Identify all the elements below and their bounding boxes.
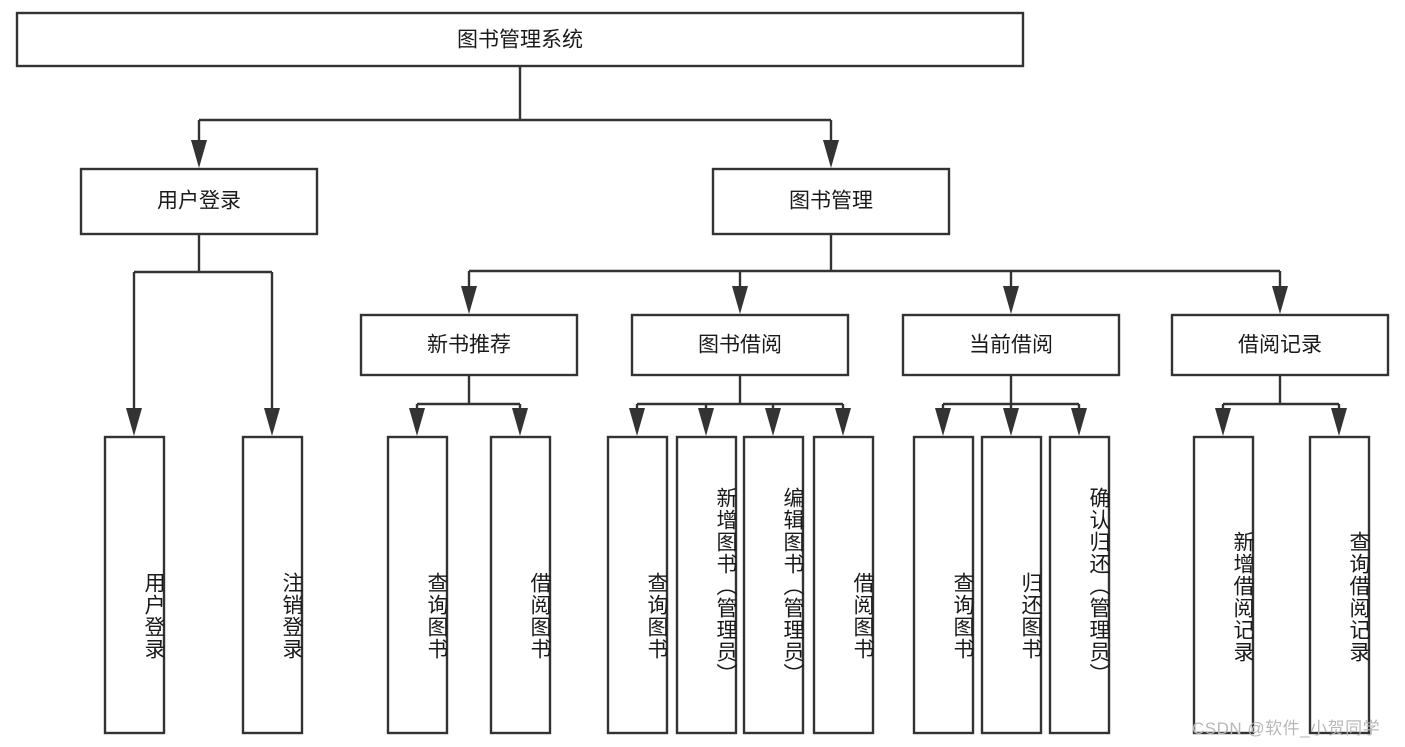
- node-user-login-label: 用户登录: [157, 190, 241, 213]
- arrow-to-leaf-query-book-1: [409, 408, 425, 436]
- arrow-to-leaf-confirm-return: [1071, 408, 1087, 436]
- node-user-login[interactable]: 用户登录: [79, 167, 319, 236]
- connector-bookmanage-to-bus: [467, 234, 1282, 290]
- csdn-watermark: CSDN @软件_小贺同学: [1192, 719, 1381, 738]
- arrow-to-current-borrow: [1003, 286, 1019, 314]
- connector-group: [126, 66, 1347, 436]
- node-leaf-add-record-box[interactable]: [1192, 435, 1255, 735]
- arrow-to-leaf-query-book-3: [935, 408, 951, 436]
- leaf-box-group: [103, 435, 1371, 735]
- arrow-to-leaf-add-record: [1215, 408, 1231, 436]
- node-book-manage-label: 图书管理: [789, 190, 873, 213]
- arrow-to-book-manage: [823, 140, 839, 168]
- node-book-borrow-label: 图书借阅: [698, 334, 782, 357]
- node-root-label: 图书管理系统: [457, 29, 583, 52]
- node-book-manage-box[interactable]: [711, 167, 951, 236]
- node-book-manage[interactable]: 图书管理: [711, 167, 951, 236]
- node-leaf-confirm-return-box[interactable]: [1048, 435, 1111, 735]
- node-user-login-box[interactable]: [79, 167, 319, 236]
- node-leaf-borrow-book-2-box[interactable]: [812, 435, 875, 735]
- arrow-to-leaf-query-record: [1331, 408, 1347, 436]
- node-root-box[interactable]: [15, 11, 1025, 68]
- node-new-book-recommend-box[interactable]: [359, 313, 579, 377]
- connector-userlogin-to-bus: [132, 234, 274, 410]
- arrow-to-leaf-user-login: [126, 408, 142, 436]
- arrow-to-leaf-borrow-book-1: [512, 408, 528, 436]
- arrow-to-leaf-add-book: [698, 408, 714, 436]
- node-new-book-recommend-label: 新书推荐: [427, 334, 511, 357]
- node-leaf-return-book-box[interactable]: [980, 435, 1043, 735]
- node-leaf-query-record-box[interactable]: [1308, 435, 1371, 735]
- arrow-to-leaf-borrow-book-2: [835, 408, 851, 436]
- connector-newbook-to-bus: [415, 375, 522, 412]
- node-leaf-query-book-3-box[interactable]: [912, 435, 975, 735]
- node-leaf-add-book-box[interactable]: [675, 435, 738, 735]
- node-current-borrow[interactable]: 当前借阅: [901, 313, 1121, 377]
- node-leaf-user-login-box[interactable]: [103, 435, 166, 735]
- arrow-to-leaf-logout: [264, 408, 280, 436]
- arrow-to-new-book-recommend: [461, 286, 477, 314]
- node-borrow-record-box[interactable]: [1170, 313, 1390, 377]
- node-leaf-query-book-2-box[interactable]: [606, 435, 669, 735]
- node-borrow-record-label: 借阅记录: [1238, 334, 1322, 357]
- arrow-to-user-login: [191, 140, 207, 168]
- node-current-borrow-label: 当前借阅: [969, 334, 1053, 357]
- arrow-to-leaf-edit-book: [765, 408, 781, 436]
- arrow-to-book-borrow: [732, 286, 748, 314]
- node-leaf-edit-book-box[interactable]: [742, 435, 805, 735]
- node-leaf-borrow-book-1-box[interactable]: [489, 435, 552, 735]
- node-current-borrow-box[interactable]: [901, 313, 1121, 377]
- node-book-borrow-box[interactable]: [630, 313, 850, 377]
- node-borrow-record[interactable]: 借阅记录: [1170, 313, 1390, 377]
- arrow-to-leaf-query-book-2: [629, 408, 645, 436]
- node-leaf-logout-box[interactable]: [241, 435, 304, 735]
- arrow-to-borrow-record: [1272, 286, 1288, 314]
- connector-currentborrow-to-bus: [941, 375, 1081, 412]
- node-leaf-query-book-1-box[interactable]: [386, 435, 449, 735]
- node-book-borrow[interactable]: 图书借阅: [630, 313, 850, 377]
- arrow-to-leaf-return-book: [1003, 408, 1019, 436]
- connector-borrowrecord-to-bus: [1221, 375, 1341, 412]
- connector-bookborrow-to-bus: [635, 375, 845, 412]
- node-root[interactable]: 图书管理系统: [15, 11, 1025, 68]
- node-new-book-recommend[interactable]: 新书推荐: [359, 313, 579, 377]
- connector-root-to-bus: [197, 66, 833, 142]
